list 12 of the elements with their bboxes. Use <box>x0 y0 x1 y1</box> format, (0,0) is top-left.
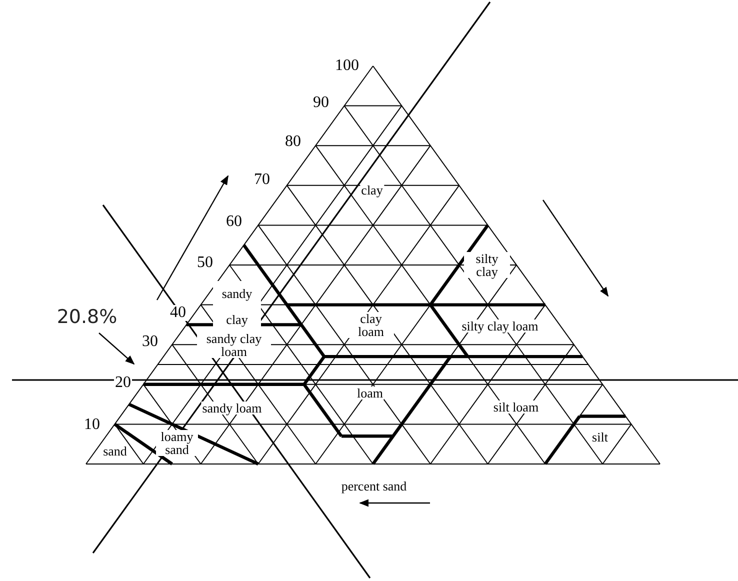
class-label: loamy sand <box>156 430 198 456</box>
class-label: silty clay <box>464 252 510 278</box>
class-label: silt loam <box>492 400 540 414</box>
class-label: silt <box>591 430 609 444</box>
scale-number: 40 <box>169 305 187 321</box>
class-label: loam <box>356 386 384 400</box>
class-label: clay loam <box>348 312 394 338</box>
axis-title: percent sand <box>340 480 408 492</box>
class-label: clay <box>360 184 384 196</box>
class-label: sand <box>102 444 128 458</box>
class-label: sandy clay loam <box>197 332 271 358</box>
class-label: sandy loam <box>201 402 263 414</box>
